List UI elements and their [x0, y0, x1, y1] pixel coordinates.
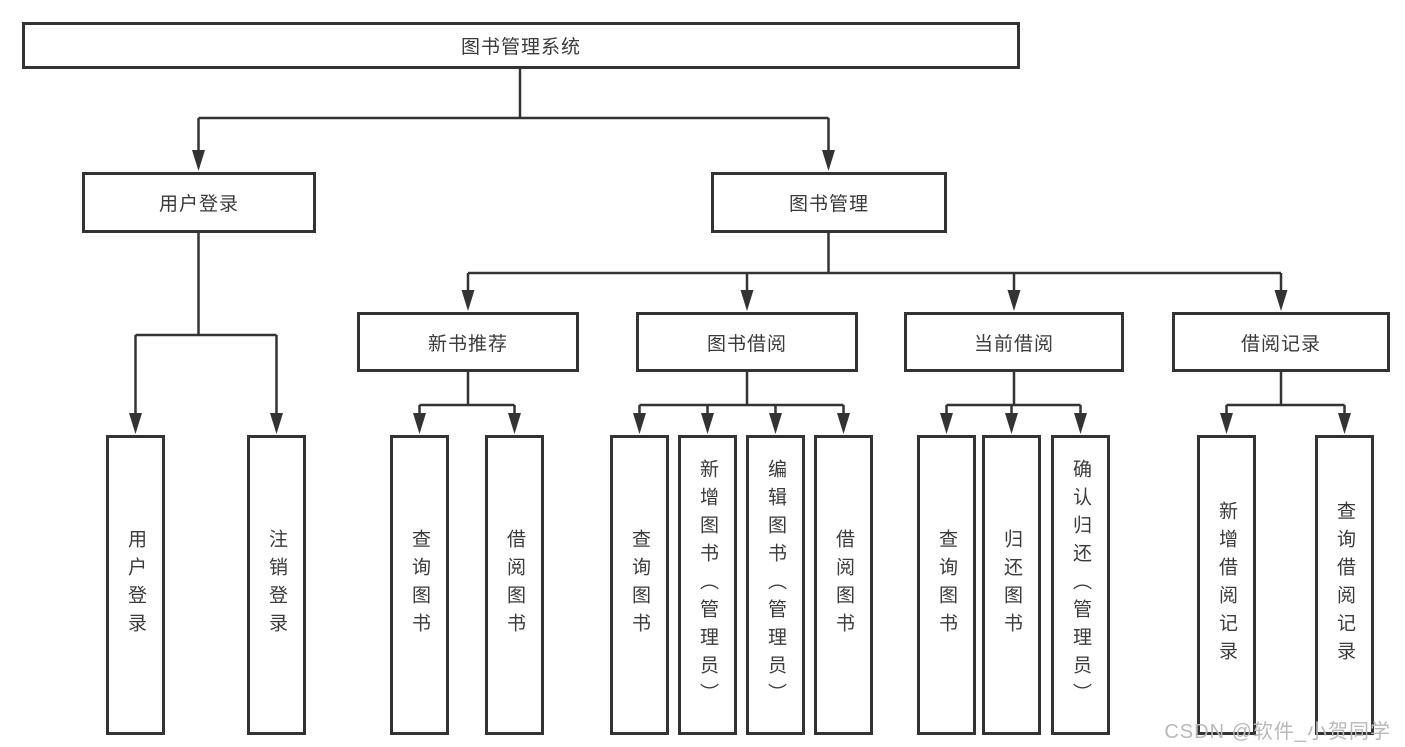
leaf-query-book-recommend: 查询图书 [390, 435, 449, 735]
leaf-borrow-book-recommend-label: 借阅图书 [504, 529, 525, 641]
leaf-user-login: 用户登录 [106, 435, 165, 735]
leaf-return-book-label: 归还图书 [1001, 529, 1022, 641]
node-new-book-recommend: 新书推荐 [357, 312, 579, 372]
leaf-add-borrow-record: 新增借阅记录 [1197, 435, 1256, 735]
leaf-query-borrow-record-label: 查询借阅记录 [1334, 501, 1355, 669]
leaf-query-book-current-label: 查询图书 [936, 529, 957, 641]
leaf-logout-label: 注销登录 [266, 529, 287, 641]
leaf-user-login-label: 用户登录 [125, 529, 146, 641]
leaf-confirm-return-admin: 确认归还（管理员） [1051, 435, 1110, 735]
leaf-edit-book-admin-label: 编辑图书（管理员） [765, 459, 786, 711]
leaf-add-book-admin: 新增图书（管理员） [678, 435, 737, 735]
node-book-management: 图书管理 [711, 172, 947, 233]
node-root-library-system: 图书管理系统 [22, 22, 1020, 69]
node-user-login: 用户登录 [82, 172, 316, 233]
leaf-add-borrow-record-label: 新增借阅记录 [1216, 501, 1237, 669]
leaf-query-book-borrow: 查询图书 [610, 435, 669, 735]
leaf-query-book-recommend-label: 查询图书 [409, 529, 430, 641]
leaf-query-borrow-record: 查询借阅记录 [1315, 435, 1374, 735]
leaf-borrow-book: 借阅图书 [814, 435, 873, 735]
leaf-query-book-current: 查询图书 [917, 435, 976, 735]
node-current-borrowing: 当前借阅 [904, 312, 1124, 372]
leaf-logout: 注销登录 [247, 435, 306, 735]
leaf-edit-book-admin: 编辑图书（管理员） [746, 435, 805, 735]
leaf-return-book: 归还图书 [982, 435, 1041, 735]
leaf-confirm-return-admin-label: 确认归还（管理员） [1070, 459, 1091, 711]
node-book-borrowing: 图书借阅 [636, 312, 858, 372]
node-borrowing-records: 借阅记录 [1172, 312, 1390, 372]
leaf-borrow-book-label: 借阅图书 [833, 529, 854, 641]
leaf-add-book-admin-label: 新增图书（管理员） [697, 459, 718, 711]
csdn-watermark: CSDN @软件_小贺同学 [1164, 721, 1391, 743]
leaf-borrow-book-recommend: 借阅图书 [485, 435, 544, 735]
leaf-query-book-borrow-label: 查询图书 [629, 529, 650, 641]
